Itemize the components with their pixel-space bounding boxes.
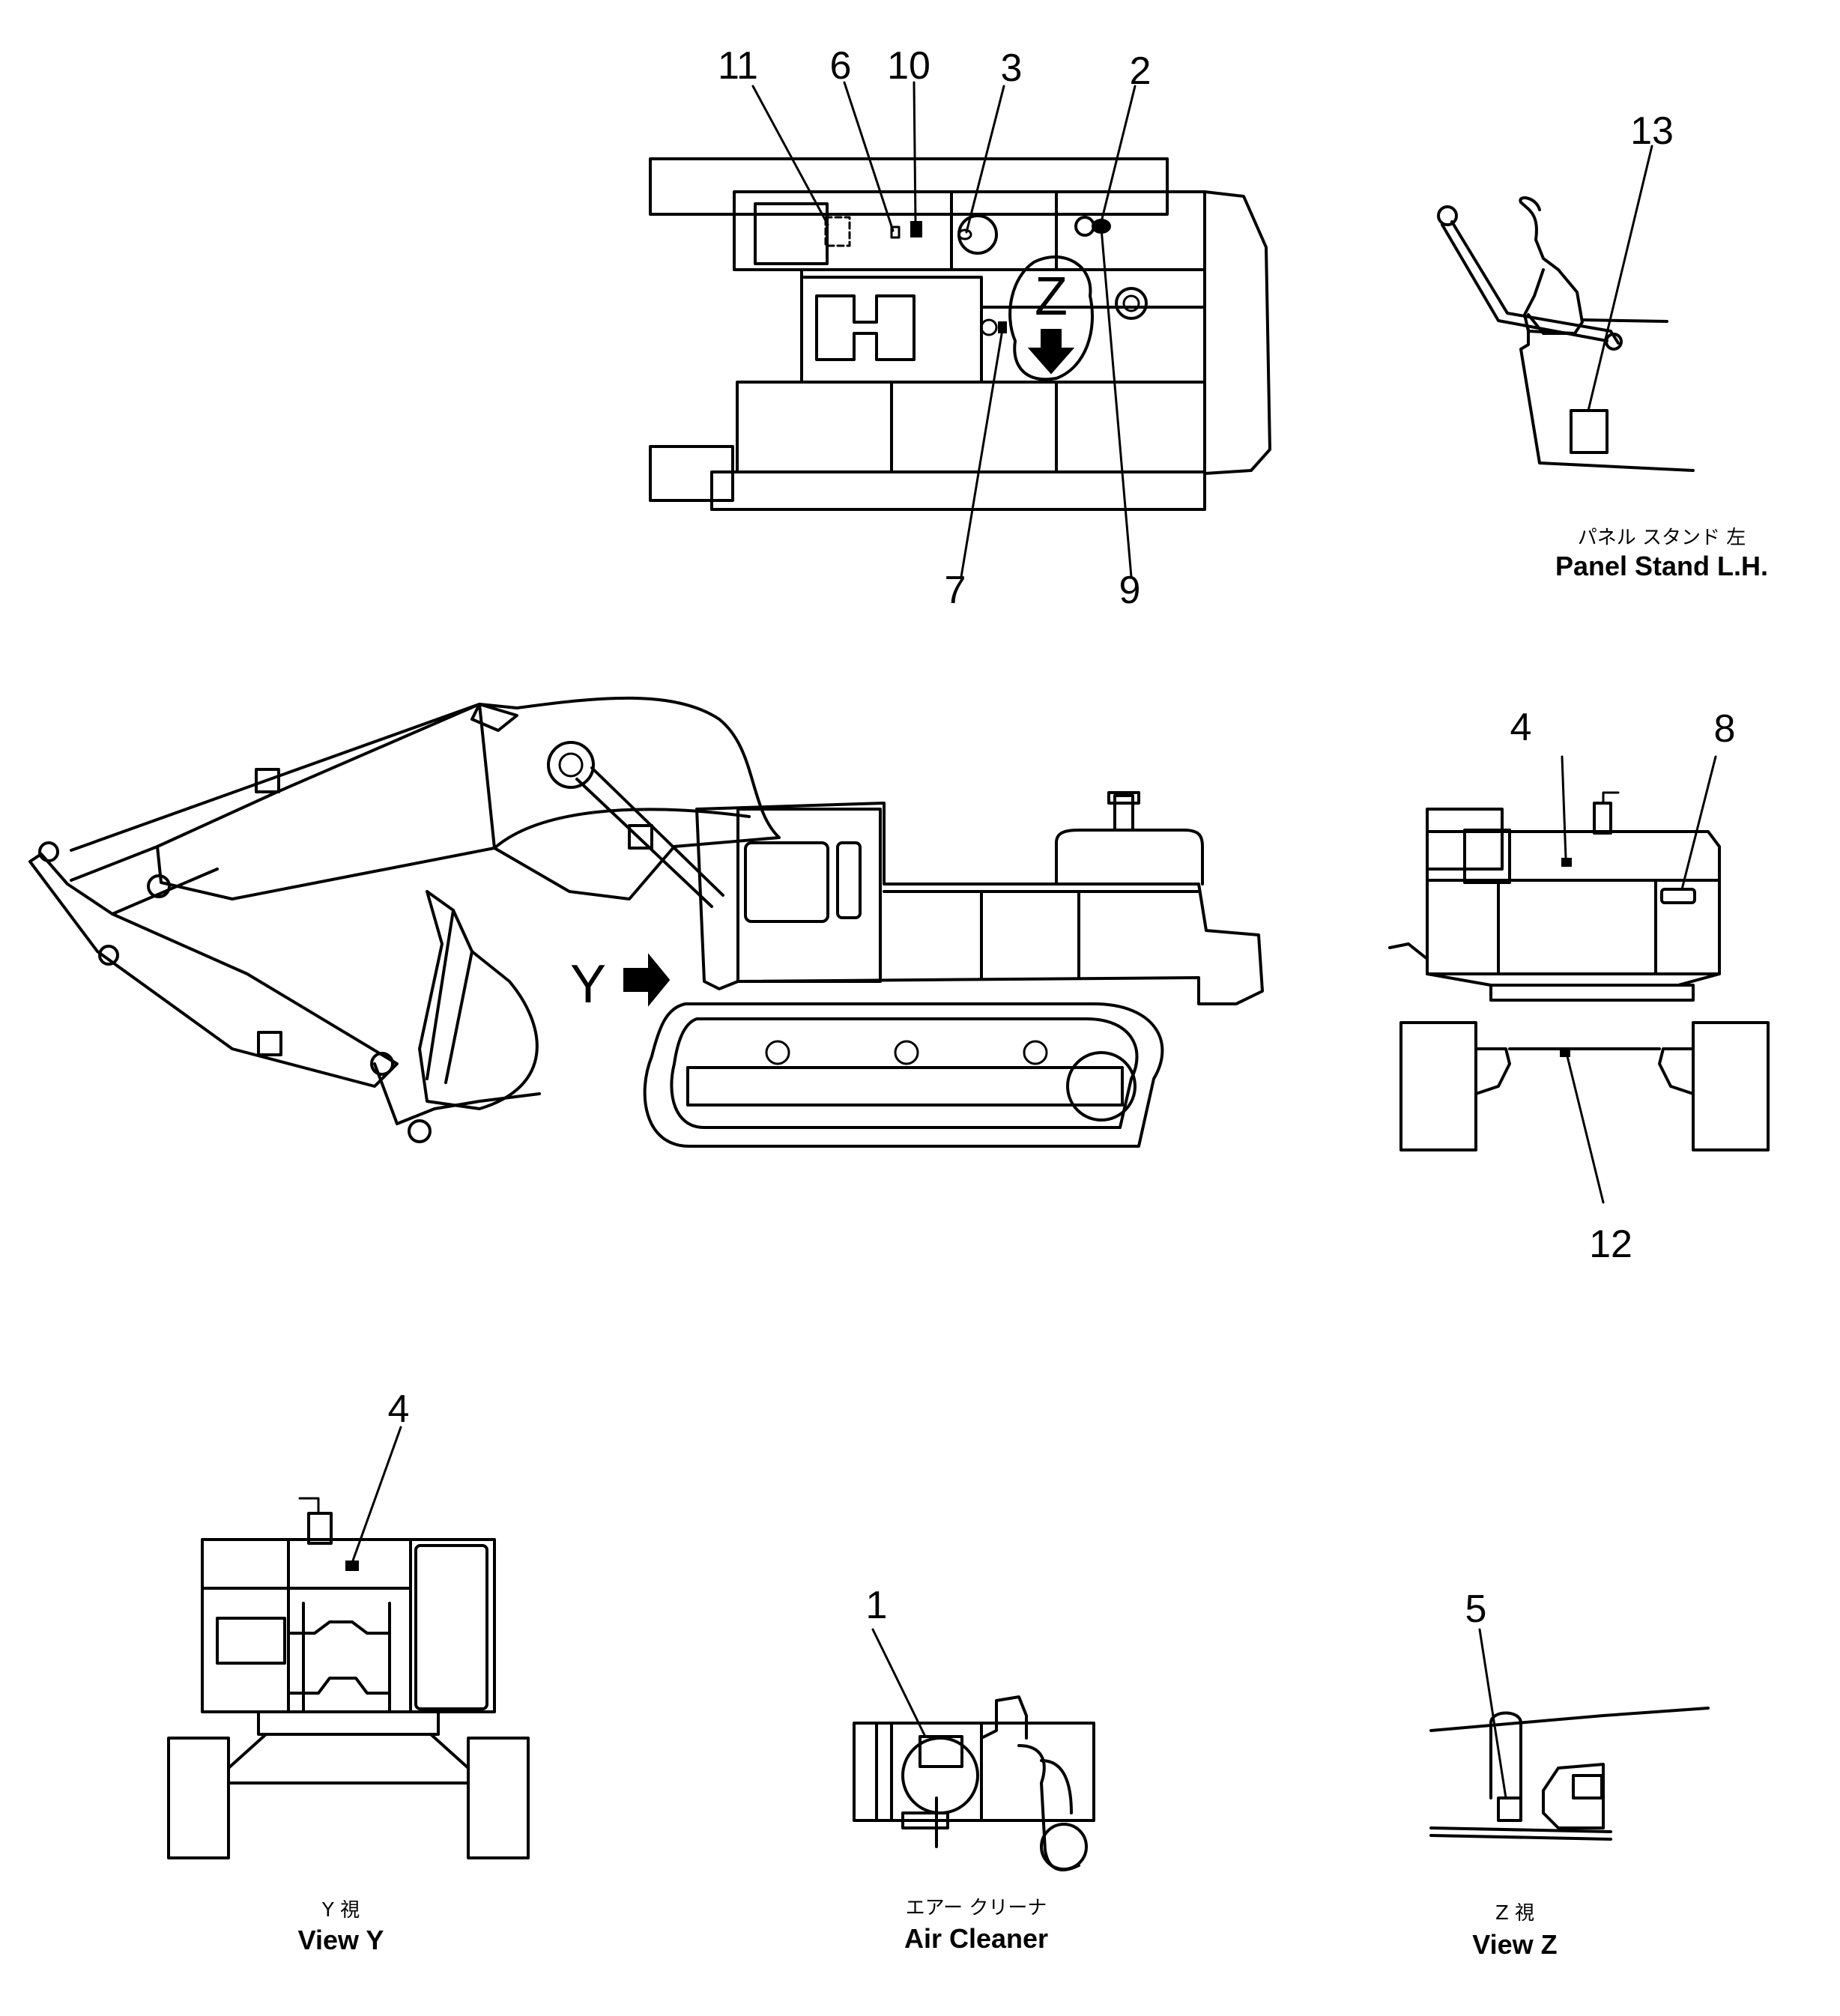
panel-stand-drawing [1437,145,1695,472]
callout-1: 1 [866,1584,888,1627]
air-cleaner-caption-jp: エアー クリーナ [906,1897,1047,1919]
view-z-marker: Z [1035,267,1068,327]
callout-12: 12 [1589,1223,1632,1266]
top-view-drawing [649,81,1271,578]
panel-stand-caption-en: Panel Stand L.H. [1555,551,1768,581]
callout-7: 7 [945,569,966,612]
callout-9: 9 [1119,569,1141,612]
callout-4-rear: 4 [1510,706,1532,749]
callout-4-viewy: 4 [388,1387,410,1431]
view-y-caption-en: View Y [298,1925,384,1955]
side-view-drawing [28,696,1264,1148]
callout-13: 13 [1630,109,1674,153]
air-cleaner-drawing [853,1628,1095,1871]
view-z-caption-jp: Z 視 [1495,1902,1534,1925]
callout-11: 11 [718,44,758,88]
panel-stand-caption-jp: パネル スタンド 左 [1578,527,1746,549]
rear-view-drawing [1388,755,1770,1204]
air-cleaner-caption-en: Air Cleaner [904,1923,1048,1954]
callout-5: 5 [1465,1587,1487,1631]
view-z-drawing [1429,1628,1710,1841]
callout-8: 8 [1714,707,1736,751]
callout-6: 6 [830,44,852,88]
callout-2: 2 [1130,49,1151,93]
callout-3: 3 [1001,46,1023,90]
view-z-caption-en: View Z [1472,1929,1557,1960]
view-y-marker: Y [570,954,606,1014]
callout-10: 10 [887,44,930,88]
view-y-drawing [167,1426,530,1859]
view-y-caption-jp: Y 視 [321,1899,360,1922]
